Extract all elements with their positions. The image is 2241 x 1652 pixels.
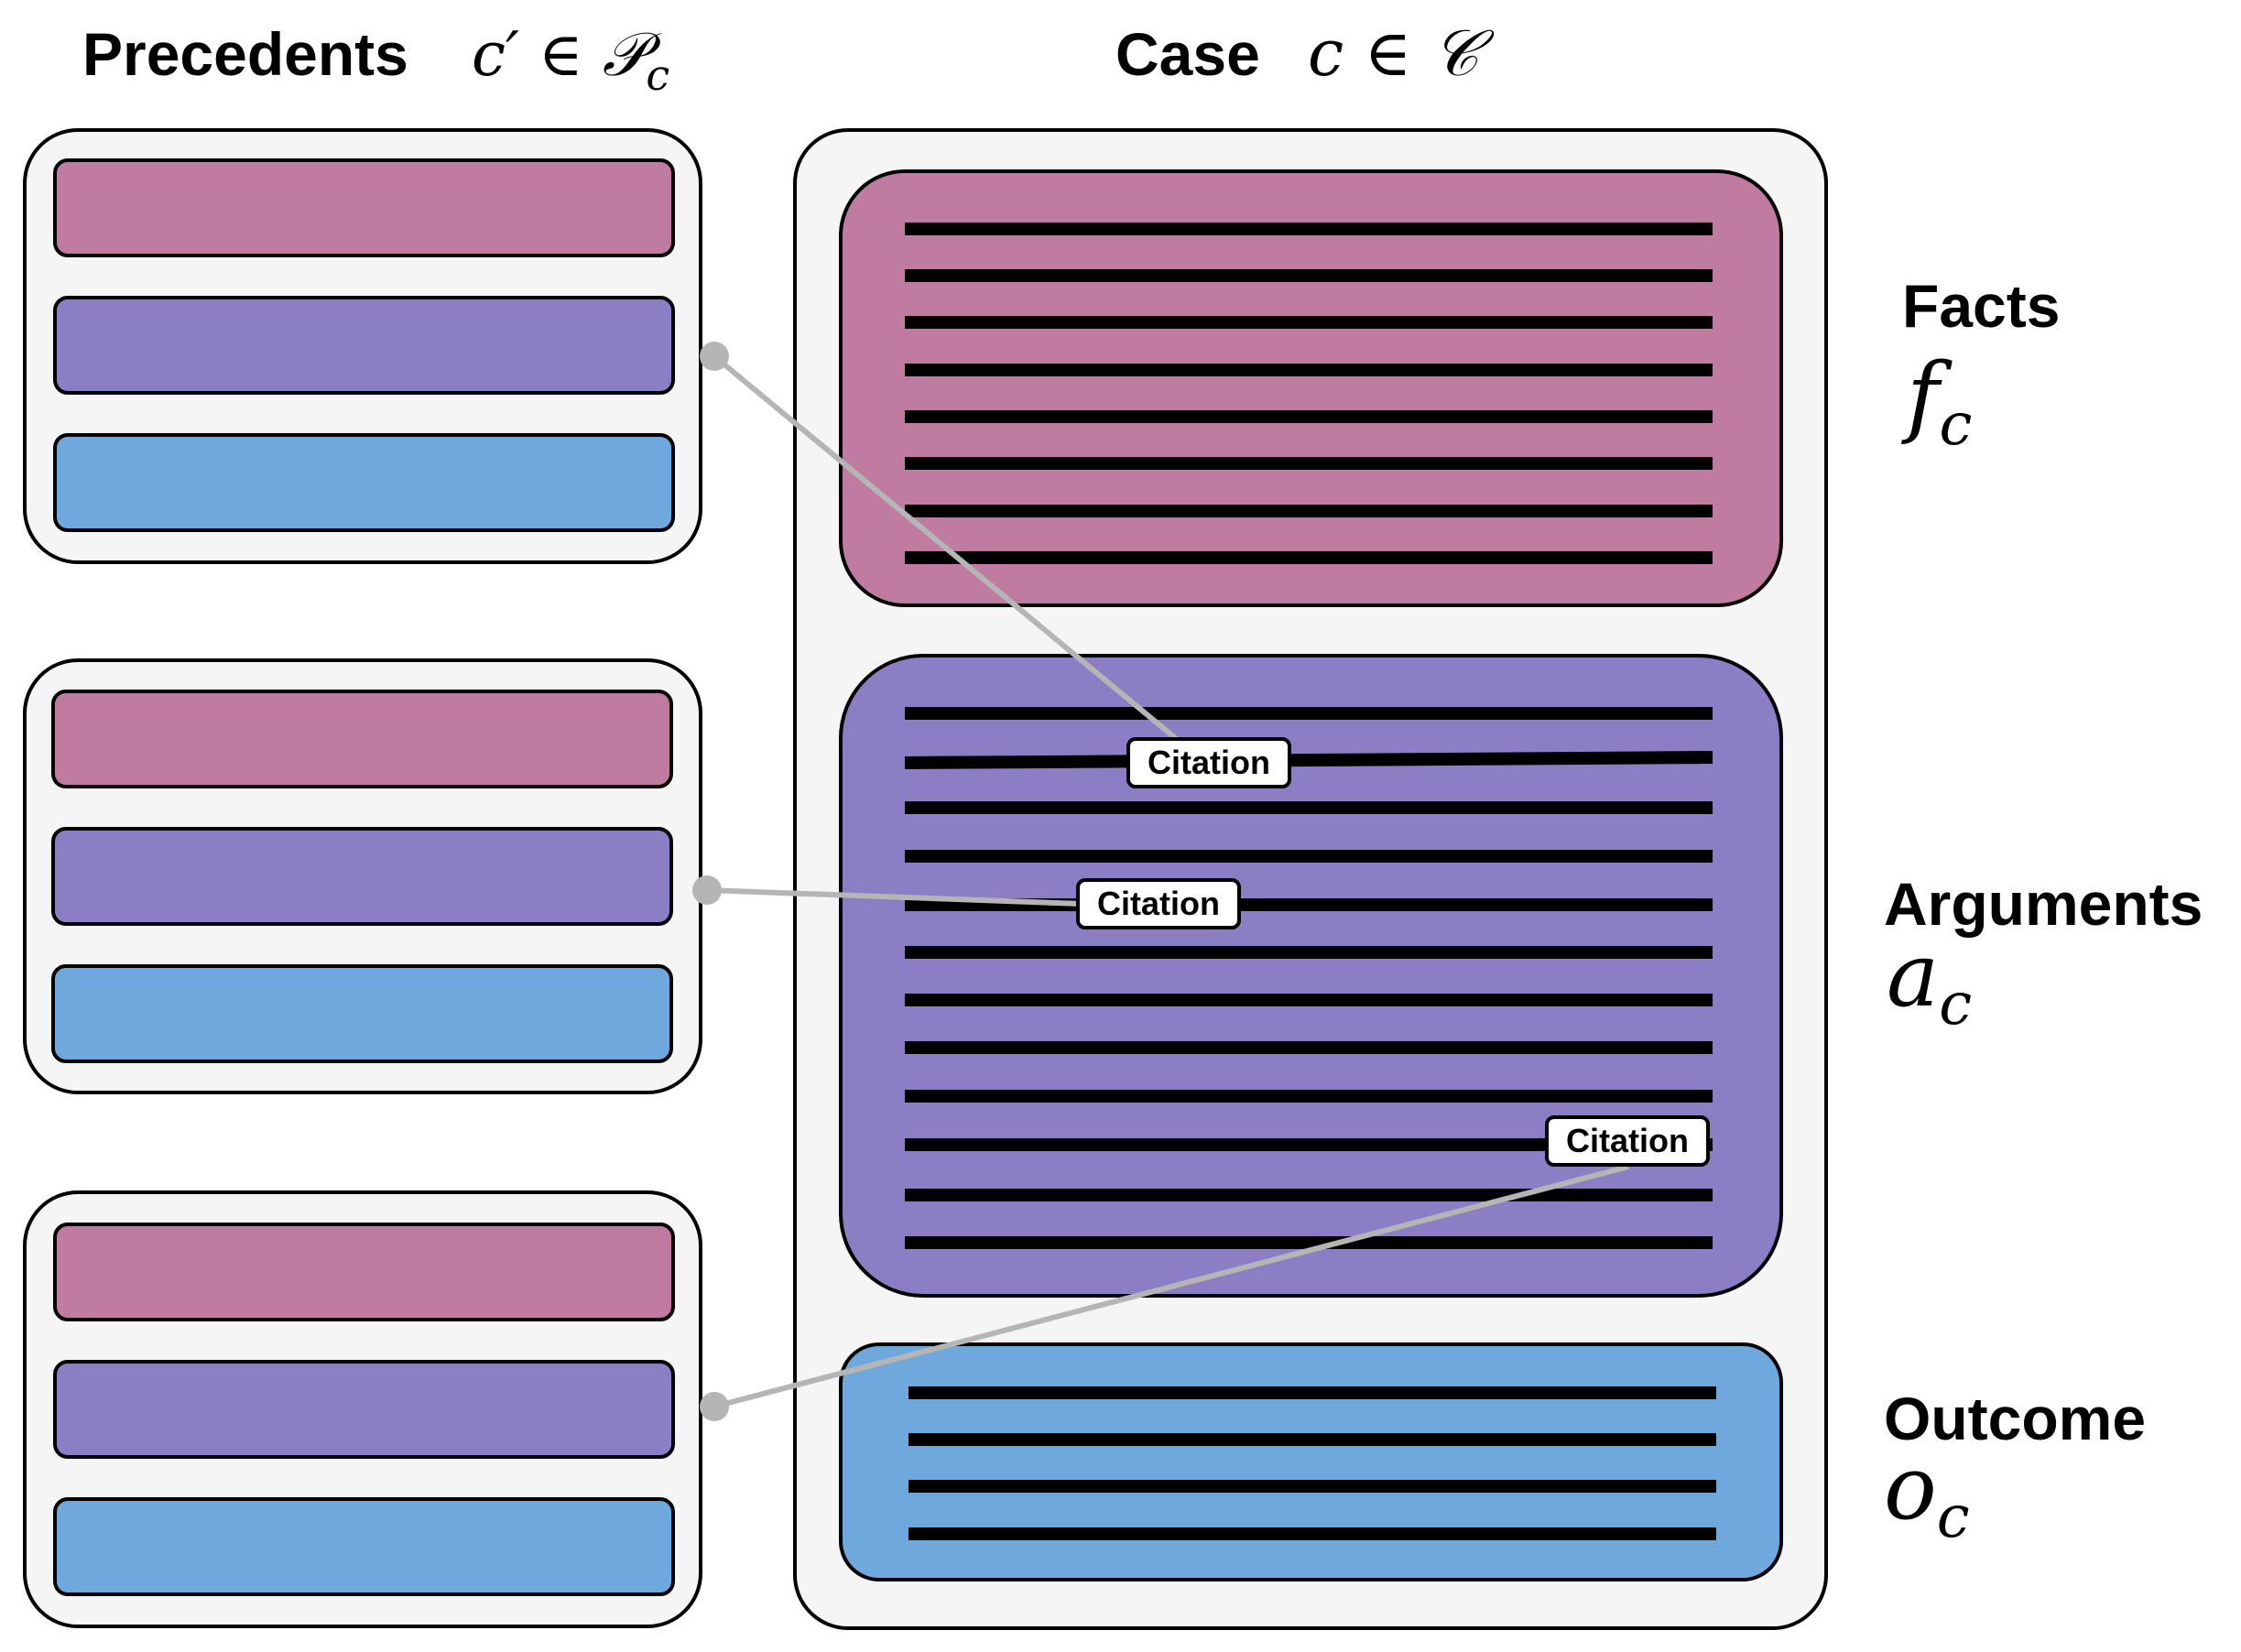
facts-symbol: fc bbox=[1901, 344, 1972, 459]
connector-dot-precedent-2 bbox=[692, 875, 722, 905]
precedent-1-arguments-block bbox=[53, 296, 675, 395]
connector-precedent-1 bbox=[713, 353, 1180, 744]
case-header-label: Case bbox=[1115, 20, 1260, 88]
citation-tag-1: Citation bbox=[1126, 737, 1291, 788]
citation-tag-2: Citation bbox=[1076, 878, 1241, 929]
arguments-label-group: Arguments ac bbox=[1884, 870, 2203, 1038]
facts-text-lines bbox=[905, 223, 1713, 564]
connector-precedent-2 bbox=[706, 887, 1082, 907]
citation-connectors bbox=[692, 342, 1629, 1421]
precedent-3-outcome-block bbox=[53, 1497, 675, 1596]
precedent-2-facts-block bbox=[51, 690, 673, 788]
precedent-card-1 bbox=[23, 128, 702, 564]
precedents-header: Precedents c′ ∈ 𝒫c bbox=[82, 19, 669, 100]
citation-tag-3: Citation bbox=[1545, 1115, 1710, 1167]
precedent-card-2 bbox=[23, 658, 702, 1094]
precedent-1-outcome-block bbox=[53, 433, 675, 532]
case-document bbox=[793, 128, 1828, 1630]
connector-dot-precedent-3 bbox=[700, 1392, 729, 1421]
precedent-card-3 bbox=[23, 1190, 702, 1628]
facts-label: Facts bbox=[1902, 272, 2060, 340]
arguments-text-lines bbox=[904, 707, 1713, 1249]
outcome-label-group: Outcome oc bbox=[1884, 1385, 2146, 1551]
arguments-label: Arguments bbox=[1884, 870, 2203, 938]
case-header: Case c ∈ 𝒞 bbox=[1115, 16, 1496, 91]
precedents-header-math: c′ ∈ 𝒫c bbox=[472, 19, 669, 100]
precedent-3-arguments-block bbox=[53, 1360, 675, 1459]
citation-tag-2-label: Citation bbox=[1097, 885, 1220, 922]
precedent-2-outcome-block bbox=[51, 964, 673, 1063]
precedent-3-facts-block bbox=[53, 1223, 675, 1321]
precedent-1-facts-block bbox=[53, 158, 675, 257]
arguments-text-line-2 bbox=[904, 751, 1713, 769]
citation-tag-1-label: Citation bbox=[1148, 744, 1270, 781]
case-header-math: c ∈ 𝒞 bbox=[1308, 16, 1496, 91]
case-arguments-section bbox=[839, 654, 1783, 1298]
outcome-symbol: oc bbox=[1884, 1437, 1970, 1551]
facts-label-group: Facts fc bbox=[1901, 272, 2060, 459]
arguments-symbol: ac bbox=[1887, 924, 1972, 1038]
precedent-2-arguments-block bbox=[51, 827, 673, 926]
case-facts-section bbox=[839, 169, 1783, 607]
connector-precedent-3 bbox=[713, 1164, 1629, 1409]
citation-tag-3-label: Citation bbox=[1566, 1122, 1689, 1159]
outcome-text-lines bbox=[908, 1386, 1716, 1540]
connector-dot-precedent-1 bbox=[700, 342, 729, 371]
precedents-header-label: Precedents bbox=[82, 20, 408, 88]
outcome-label: Outcome bbox=[1884, 1385, 2146, 1452]
case-outcome-section bbox=[839, 1342, 1783, 1581]
